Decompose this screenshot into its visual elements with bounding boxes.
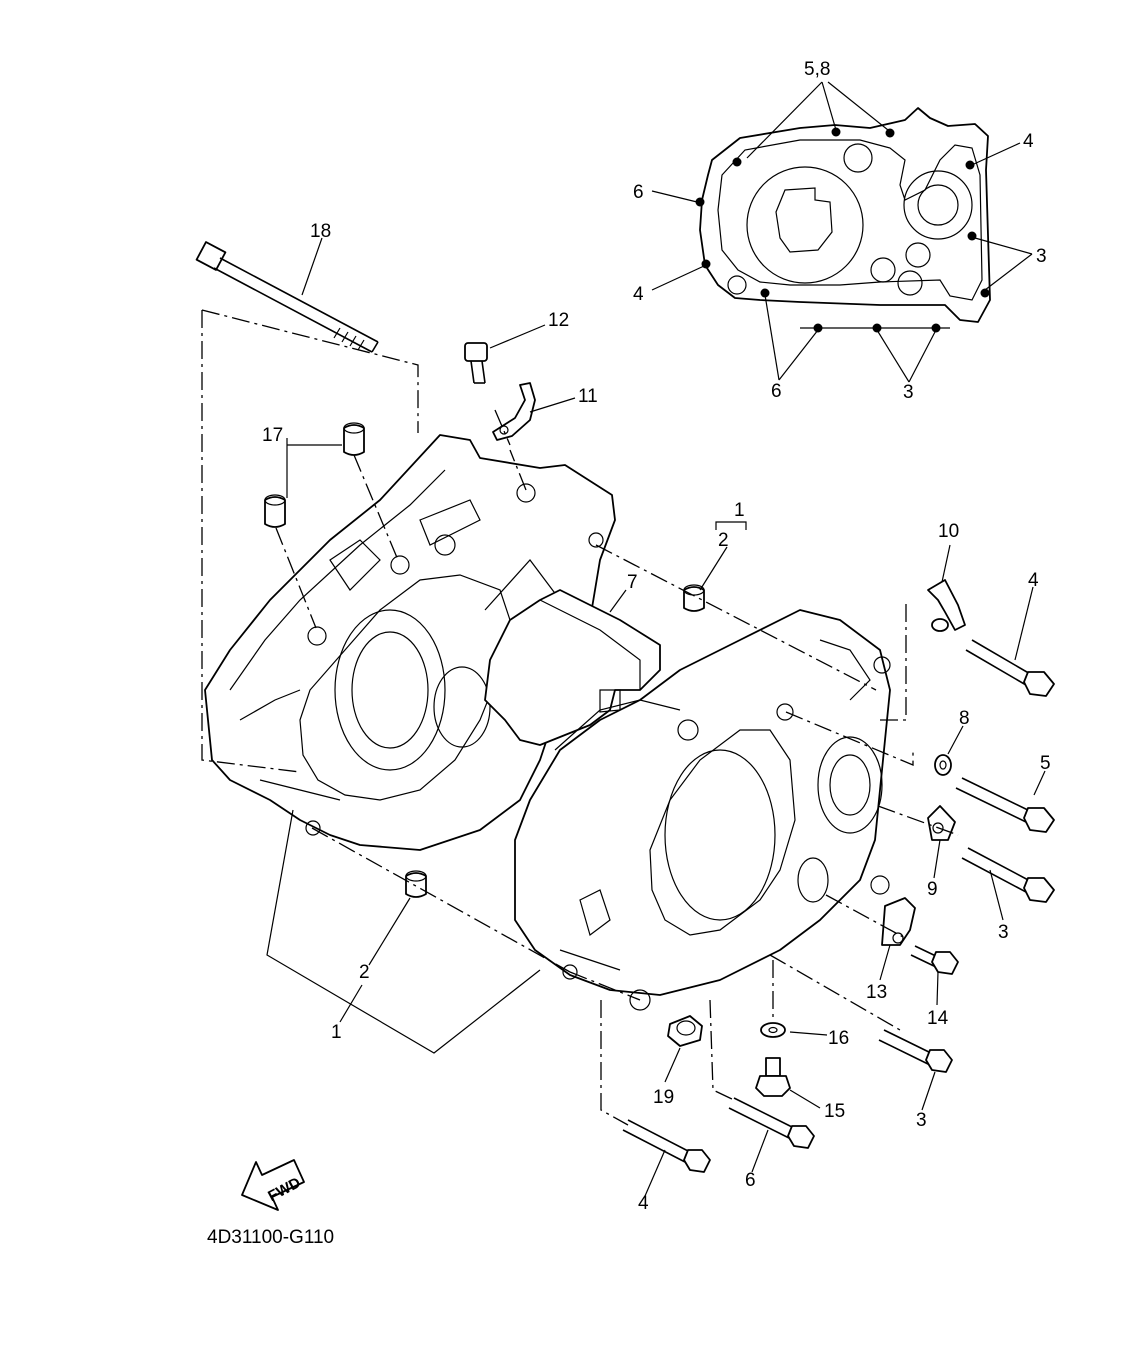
callout-11: 11 bbox=[578, 386, 598, 407]
part-5-bolt bbox=[955, 777, 1055, 833]
callout-1: 1 bbox=[331, 1022, 342, 1043]
callout-17: 17 bbox=[262, 425, 283, 446]
callout-13: 13 bbox=[866, 982, 887, 1003]
callout-6: 6 bbox=[633, 182, 644, 203]
callout-8: 8 bbox=[959, 708, 970, 729]
callout-6: 6 bbox=[771, 381, 782, 402]
callout-6: 6 bbox=[745, 1170, 756, 1191]
callout-4: 4 bbox=[1023, 131, 1034, 152]
callout-2: 2 bbox=[718, 530, 729, 551]
callout-19: 19 bbox=[653, 1087, 674, 1108]
part-3-bolt-lower bbox=[878, 1029, 953, 1073]
part-4-bolt-top bbox=[965, 639, 1055, 697]
callout-9: 9 bbox=[927, 879, 938, 900]
callout-2: 2 bbox=[359, 962, 370, 983]
catalog-code: 4D31100-G110 bbox=[207, 1227, 335, 1248]
callout-14: 14 bbox=[927, 1008, 949, 1029]
callout-3: 3 bbox=[998, 922, 1009, 943]
callout-18: 18 bbox=[310, 221, 331, 242]
part-7-crankcase-cover bbox=[484, 589, 661, 746]
right-crankcase-half bbox=[514, 609, 891, 1011]
part-10-clip bbox=[927, 579, 966, 632]
callout-12: 12 bbox=[548, 310, 569, 331]
part-9-clip bbox=[927, 805, 956, 841]
part-11-clamp bbox=[492, 382, 536, 441]
callout-16: 16 bbox=[828, 1028, 849, 1049]
callout-4: 4 bbox=[1028, 570, 1039, 591]
fwd-arrow-icon: FWD bbox=[241, 1159, 305, 1211]
part-12-small-bolt bbox=[464, 342, 488, 384]
gasket-bolt-pattern bbox=[695, 107, 991, 333]
callout-1: 1 bbox=[734, 500, 745, 521]
part-4-bolt-bottom bbox=[622, 1119, 711, 1173]
callout-4: 4 bbox=[633, 284, 644, 305]
callout-10: 10 bbox=[938, 521, 959, 542]
callout-7: 7 bbox=[627, 572, 638, 593]
part-18-long-bolt bbox=[195, 241, 379, 353]
part-15-drain-plug bbox=[755, 1057, 791, 1097]
part-16-washer bbox=[760, 1022, 786, 1038]
leader-lines bbox=[201, 81, 1046, 1197]
part-17-dowels bbox=[264, 422, 365, 528]
part-14-bolt bbox=[910, 945, 959, 975]
left-crankcase-half bbox=[204, 434, 616, 851]
callout-3: 3 bbox=[903, 382, 914, 403]
callout-labels: 5,8 4 6 3 4 6 3 18 12 11 17 1 2 10 4 7 8… bbox=[262, 59, 1051, 1214]
part-8-washer bbox=[934, 754, 952, 776]
part-3-bolt-right bbox=[961, 847, 1055, 903]
callout-5: 5 bbox=[1040, 753, 1051, 774]
callout-3: 3 bbox=[916, 1110, 927, 1131]
part-19-nut bbox=[667, 1015, 703, 1047]
callout-3: 3 bbox=[1036, 246, 1047, 267]
part-13-bracket bbox=[881, 897, 916, 946]
part-6-bolt bbox=[728, 1097, 815, 1149]
callout-4: 4 bbox=[638, 1193, 649, 1214]
callout-5-8: 5,8 bbox=[804, 59, 830, 80]
callout-15: 15 bbox=[824, 1101, 845, 1122]
